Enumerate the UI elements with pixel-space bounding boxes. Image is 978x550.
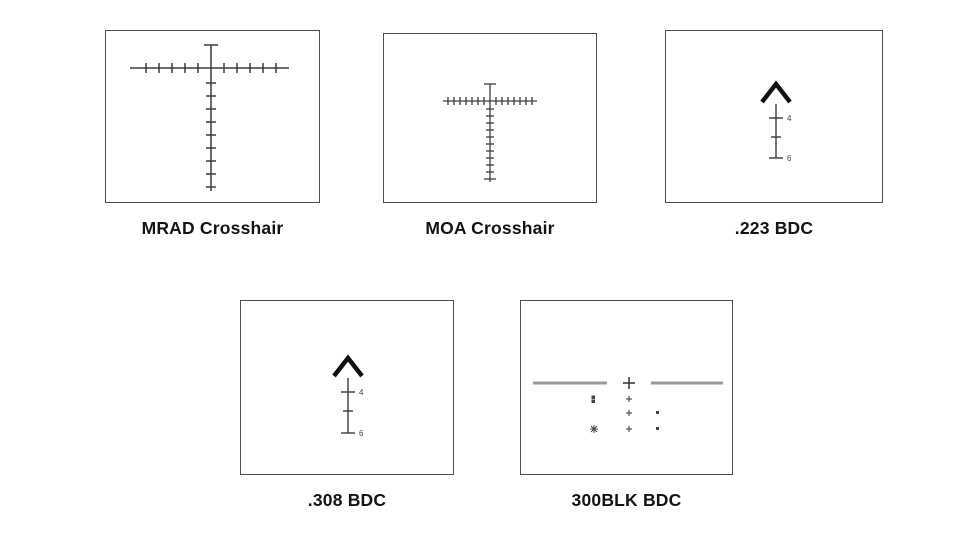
moa-crosshair-lines — [443, 83, 537, 182]
chevron-icon — [760, 80, 792, 104]
right-range-marks — [656, 411, 659, 430]
bdc-300blk-reticle-icon — [533, 377, 723, 433]
caption-mrad-crosshair: MRAD Crosshair — [141, 218, 284, 238]
left-range-marks — [590, 395, 598, 433]
mrad-crosshair-reticle-icon — [130, 44, 289, 191]
holdover-label-lower: 6 — [787, 154, 792, 163]
reticle-panel-300blk — [520, 300, 733, 475]
left-horizontal-bar — [533, 381, 607, 385]
caption-300blk-bdc: 300BLK BDC — [571, 490, 682, 510]
bdc-223-reticle-icon: 4 6 — [760, 80, 792, 163]
chevron-icon — [332, 354, 364, 378]
reticle-panel-308bdc: 4 6 — [240, 300, 454, 475]
caption-308-bdc: .308 BDC — [307, 490, 387, 510]
bdc-holdover-ticks — [341, 378, 355, 434]
holdover-label-lower: 6 — [359, 429, 364, 438]
caption-223-bdc: .223 BDC — [734, 218, 814, 238]
reticle-panel-mrad — [105, 30, 320, 203]
holdover-plus-marks — [626, 396, 632, 432]
reticle-panel-223bdc: 4 6 — [665, 30, 883, 203]
right-horizontal-bar — [651, 381, 723, 385]
mrad-crosshair-lines — [130, 44, 289, 191]
holdover-label-upper: 4 — [359, 388, 364, 397]
bdc-308-reticle-icon: 4 6 — [332, 354, 364, 438]
holdover-label-upper: 4 — [787, 114, 792, 123]
caption-moa-crosshair: MOA Crosshair — [425, 218, 555, 238]
center-cross-icon — [623, 377, 635, 389]
bdc-holdover-ticks — [769, 104, 783, 159]
moa-crosshair-reticle-icon — [443, 83, 537, 182]
reticle-panel-moa — [383, 33, 597, 203]
